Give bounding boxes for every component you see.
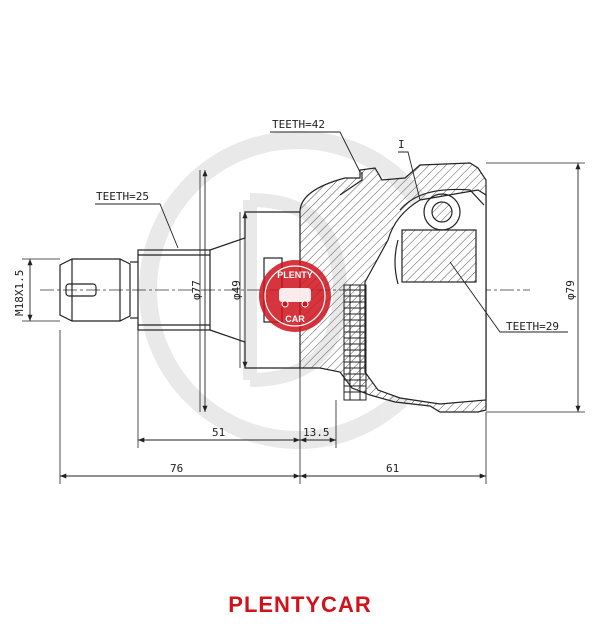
dim-76: 76	[170, 462, 183, 475]
extension-lines	[22, 162, 585, 484]
ball-cage	[394, 188, 485, 285]
label-dia-49: φ49	[230, 280, 243, 300]
dim-51: 51	[212, 426, 225, 439]
seal-line2: CAR	[285, 314, 305, 324]
label-teeth-outer: TEETH=42	[272, 118, 325, 131]
dim-61: 61	[386, 462, 399, 475]
dimension-lines	[27, 163, 581, 479]
leaders	[95, 131, 568, 333]
logo-seal: PLENTY CAR	[259, 260, 331, 332]
splined-shaft	[130, 249, 211, 331]
seal-line1: PLENTY	[277, 270, 313, 280]
label-detail-mark: I	[398, 138, 405, 151]
threaded-stub	[59, 258, 131, 322]
label-dia-77: φ77	[190, 280, 203, 300]
label-teeth-shaft: TEETH=25	[96, 190, 149, 203]
dim-13-5: 13.5	[303, 426, 330, 439]
label-dia-79: φ79	[564, 280, 577, 300]
label-teeth-inner: TEETH=29	[506, 320, 559, 333]
brand-name: PLENTYCAR	[228, 592, 372, 617]
label-thread: M18X1.5	[13, 270, 26, 316]
abs-ring	[343, 284, 367, 401]
